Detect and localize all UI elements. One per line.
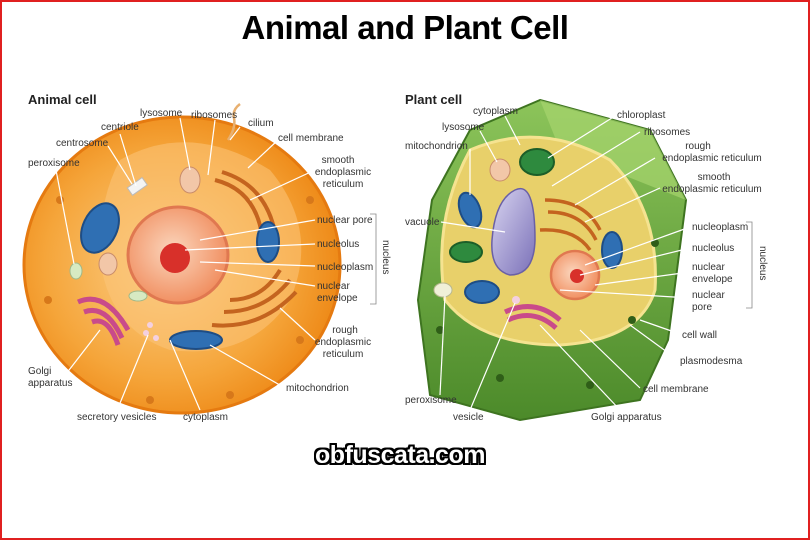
label-plant-nuclear-envelope-1: nuclear [692,262,725,273]
label-plant-cell-wall: cell wall [682,330,717,341]
label-animal-golgi-1: Golgi [28,366,51,377]
animal-nucleolus [160,243,190,273]
label-plant-vacuole: vacuole [405,217,440,228]
animal-leader-lines [55,117,316,411]
secretory-vesicle-3 [153,335,159,341]
label-plant-cytoplasm: cytoplasm [473,106,518,117]
label-plant-lysosome: lysosome [442,122,485,133]
label-plant-rough-er-1: rough [685,141,711,152]
label-animal-rough-er-1: rough [332,325,358,336]
label-animal-cilium: cilium [248,118,274,129]
label-animal-secretory-vesicles: secretory vesicles [77,412,156,423]
label-animal-nucleus: nucleus [380,240,391,274]
plant-mitochondrion-3 [601,231,623,269]
plant-er-shape [539,198,602,252]
animal-lysosome-2 [98,252,118,276]
plant-nucleus-bracket [746,221,753,309]
animal-nucleus-bracket [370,213,377,305]
label-animal-cell-membrane: cell membrane [278,133,344,144]
plant-cell-heading: Plant cell [405,92,462,107]
secretory-vesicle-1 [147,322,153,328]
plant-lysosome [489,158,511,182]
label-animal-lysosome: lysosome [140,108,183,119]
animal-vesicle [128,290,148,302]
label-animal-nuclear-pore: nuclear pore [317,215,373,226]
label-plant-cell-membrane: cell membrane [643,384,709,395]
label-plant-vesicle: vesicle [453,412,484,423]
watermark-text: obfuscata.com [315,441,485,469]
label-plant-nuclear-envelope-2: envelope [692,274,733,285]
label-plant-smooth-er-2: endoplasmic reticulum [662,184,762,195]
label-plant-nucleus: nucleus [757,246,768,280]
label-plant-plasmodesma: plasmodesma [680,356,743,367]
label-plant-nuclear-pore-1: nuclear [692,290,725,301]
label-plant-rough-er-2: endoplasmic reticulum [662,153,762,164]
label-animal-ribosomes: ribosomes [191,110,237,121]
plant-nucleolus [570,269,584,283]
plant-chloroplast-1 [519,148,555,176]
animal-cell-heading: Animal cell [28,92,97,107]
plant-mitochondrion-2 [464,280,500,304]
label-animal-rough-er-2: endoplasmic [315,337,371,348]
label-animal-rough-er-3: reticulum [323,349,364,360]
label-plant-nucleolus: nucleolus [692,243,734,254]
animal-mitochondrion-3 [169,330,223,350]
label-animal-nucleoplasm: nucleoplasm [317,262,373,273]
animal-lysosome [179,166,201,194]
label-plant-mitochondrion: mitochondrion [405,141,468,152]
secretory-vesicle-2 [143,330,149,336]
label-animal-peroxisome: peroxisome [28,158,80,169]
label-plant-nuclear-pore-2: pore [692,302,712,313]
plant-peroxisome [433,282,453,298]
plant-vacuole [491,187,536,276]
plant-labels: cytoplasm chloroplast lysosome ribosomes… [405,106,768,423]
label-animal-smooth-er-3: reticulum [323,179,364,190]
page-title: Animal and Plant Cell [241,9,569,46]
label-plant-peroxisome: peroxisome [405,395,457,406]
label-animal-centrosome: centrosome [56,138,109,149]
animal-mitochondrion-1 [80,202,120,254]
animal-labels: lysosome ribosomes cilium centriole cell… [28,108,391,423]
label-animal-golgi-2: apparatus [28,378,72,389]
label-plant-smooth-er-1: smooth [698,172,731,183]
plant-leader-lines [439,115,691,411]
animal-golgi-shape [76,296,131,346]
label-animal-cytoplasm: cytoplasm [183,412,228,423]
plant-chloroplast-2 [449,241,483,263]
label-plant-ribosomes: ribosomes [644,127,690,138]
label-animal-smooth-er-2: endoplasmic [315,167,371,178]
label-animal-nuclear-envelope-2: envelope [317,293,358,304]
cilium-shape [226,103,241,141]
plant-vesicle [512,296,520,304]
label-plant-golgi: Golgi apparatus [591,412,662,423]
label-animal-mitochondrion: mitochondrion [286,383,349,394]
label-animal-smooth-er-1: smooth [322,155,355,166]
label-plant-nucleoplasm: nucleoplasm [692,222,748,233]
label-animal-centriole: centriole [101,122,139,133]
plant-golgi-shape [503,304,562,330]
label-animal-nucleolus: nucleolus [317,239,359,250]
animal-peroxisome [69,262,83,280]
animal-cell-illustration [22,103,342,415]
label-plant-chloroplast: chloroplast [617,110,666,121]
label-animal-nuclear-envelope-1: nuclear [317,281,350,292]
animal-mitochondrion-2 [256,221,280,263]
